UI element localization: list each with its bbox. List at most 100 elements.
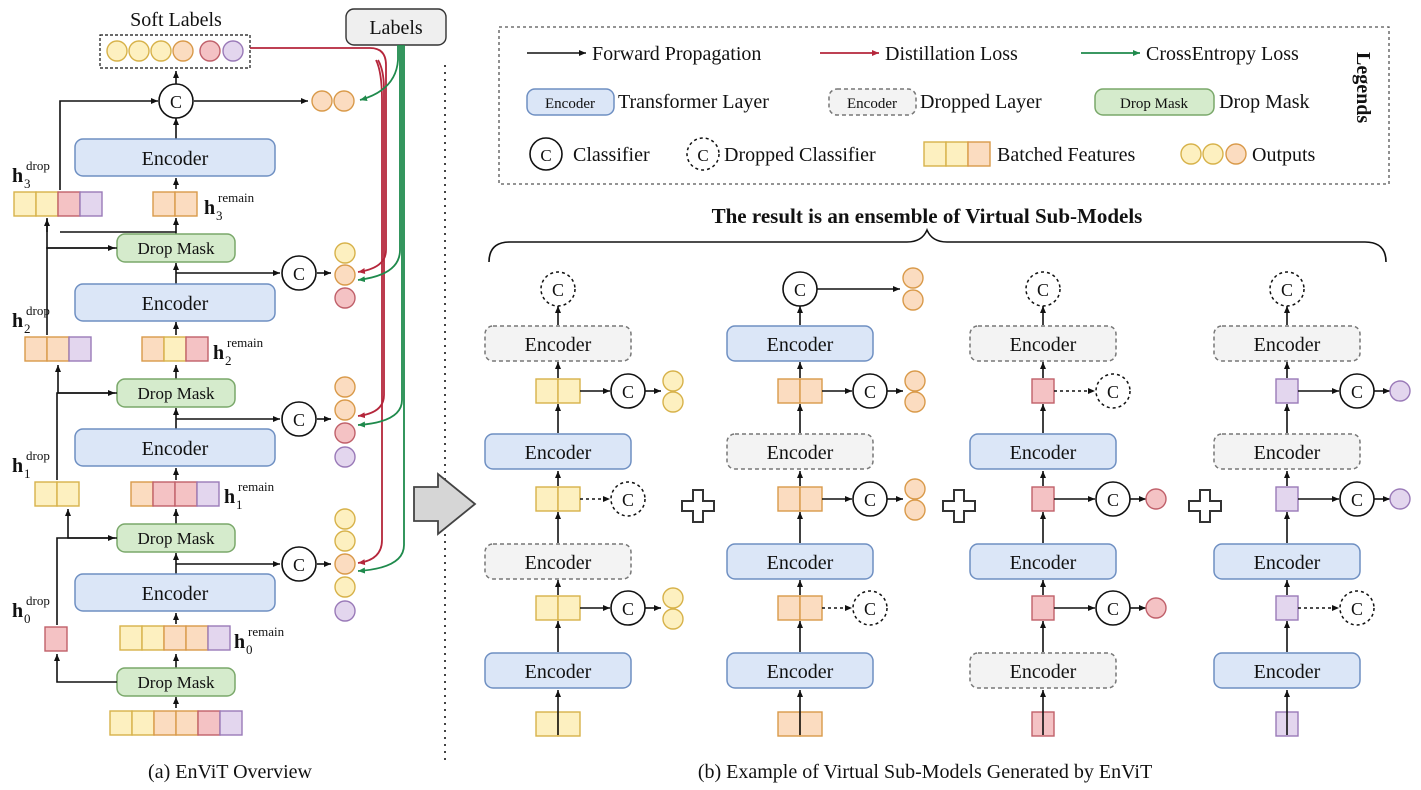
legend-title: Legends — [1352, 52, 1374, 123]
drop-mask-label: Drop Mask — [138, 673, 215, 692]
encoder-label: Encoder — [1010, 442, 1077, 464]
output-circle — [1389, 380, 1411, 402]
legend-outputs: Outputs — [1252, 144, 1316, 166]
feature-cell — [1275, 595, 1299, 621]
svg-text:drop: drop — [26, 158, 50, 173]
feature-cell — [1031, 378, 1055, 404]
drop-branch-lines — [44, 98, 176, 683]
h0-remain-features — [119, 625, 231, 651]
svg-text:2: 2 — [24, 321, 31, 336]
legend-feature-swatch — [923, 141, 991, 167]
legend-dropped-layer: Dropped Layer — [920, 91, 1042, 113]
feature-cell — [1275, 486, 1299, 512]
plus-icon — [681, 489, 715, 523]
drop-mask-label: Drop Mask — [138, 529, 215, 548]
encoder-label: Encoder — [767, 661, 834, 683]
output-circle — [662, 608, 684, 630]
encoder-label: Encoder — [142, 293, 209, 315]
svg-text:C: C — [293, 264, 305, 284]
svg-text:h: h — [213, 342, 224, 364]
legend-crossentropy: CrossEntropy Loss — [1146, 43, 1299, 65]
feature-cell — [777, 486, 801, 512]
output-circle — [904, 499, 926, 521]
h3-remain-label: h 3 remain — [204, 190, 255, 223]
drop-mask-label: Drop Mask — [138, 239, 215, 258]
feature-cell — [557, 595, 581, 621]
h1-remain-label: h 1 remain — [224, 479, 275, 512]
encoder-layer-1 — [74, 428, 276, 467]
dropped-classifier-icon — [852, 590, 888, 626]
overview-caption: (a) EnViT Overview — [148, 761, 312, 783]
layer1-outputs — [334, 376, 356, 468]
h1-drop-label: h 1 drop — [12, 448, 50, 481]
svg-text:h: h — [12, 455, 23, 477]
svg-text:remain: remain — [248, 624, 285, 639]
encoder-label: Encoder — [767, 552, 834, 574]
feature-cell — [557, 378, 581, 404]
classifier-glyph: C — [864, 490, 876, 510]
svg-text:h: h — [12, 165, 23, 187]
h0-remain-label: h 0 remain — [234, 624, 285, 657]
encoder-label: Encoder — [1254, 442, 1321, 464]
feature-cell — [799, 378, 823, 404]
output-circle — [1145, 488, 1167, 510]
classifier-glyph: C — [552, 280, 564, 300]
dropped-classifier-icon — [1095, 373, 1131, 409]
classifier-glyph: C — [622, 490, 634, 510]
svg-text:h: h — [224, 486, 235, 508]
crossentropy-loss-arrows — [357, 45, 405, 574]
encoder-layer — [1213, 652, 1361, 689]
dropped-encoder-layer — [484, 543, 632, 580]
feature-cell — [535, 711, 559, 737]
drop-mask-label: Drop Mask — [138, 384, 215, 403]
svg-text:remain: remain — [227, 335, 264, 350]
svg-text:drop: drop — [26, 448, 50, 463]
output-circle — [904, 478, 926, 500]
output-circle — [1145, 597, 1167, 619]
big-right-arrow — [413, 472, 477, 536]
encoder-layer — [1213, 543, 1361, 580]
svg-text:drop: drop — [26, 593, 50, 608]
feature-cell — [1275, 378, 1299, 404]
encoder-label: Encoder — [525, 661, 592, 683]
svg-text:2: 2 — [225, 353, 232, 368]
dropped-encoder-layer — [484, 325, 632, 362]
legend-encoder-tag: Encoder — [545, 96, 595, 112]
h2-drop-features — [24, 336, 92, 362]
legend-transformer-layer: Transformer Layer — [618, 91, 769, 113]
feature-cell — [1031, 595, 1055, 621]
encoder-label: Encoder — [767, 442, 834, 464]
classifier-glyph: C — [1107, 382, 1119, 402]
dropped-classifier-icon — [610, 481, 646, 517]
top-outputs — [311, 90, 355, 112]
classifier-glyph: C — [1351, 382, 1363, 402]
svg-text:C: C — [293, 555, 305, 575]
classifier-icon — [281, 546, 317, 582]
classifier-glyph: C — [622, 382, 634, 402]
input-features — [109, 710, 243, 736]
legend-dropped-classifier-glyph: C — [697, 146, 708, 165]
encoder-layer — [726, 543, 874, 580]
output-circle — [662, 370, 684, 392]
dropped-classifier-icon — [1269, 271, 1305, 307]
soft-labels-title: Soft Labels — [130, 9, 222, 31]
classifier-glyph: C — [864, 599, 876, 619]
classifier-icon — [281, 401, 317, 437]
svg-text:remain: remain — [218, 190, 255, 205]
legend-drop-mask: Drop Mask — [1219, 91, 1310, 113]
classifier-glyph: C — [1037, 280, 1049, 300]
feature-cell — [799, 595, 823, 621]
classifier-glyph: C — [1107, 599, 1119, 619]
encoder-layer-3 — [74, 138, 276, 177]
dropped-classifier-icon — [540, 271, 576, 307]
output-circle — [902, 289, 924, 311]
submodel-columns: EncoderEncoderEncoderEncoderCCCCEncoderE… — [484, 267, 1411, 737]
feature-cell — [777, 595, 801, 621]
dropped-encoder-layer — [969, 325, 1117, 362]
classifier-glyph: C — [1351, 490, 1363, 510]
classifier-lines — [176, 98, 331, 567]
legend-dropped-classifier: Dropped Classifier — [724, 144, 876, 166]
layer0-outputs — [334, 508, 356, 622]
dropped-classifier-icon — [1025, 271, 1061, 307]
